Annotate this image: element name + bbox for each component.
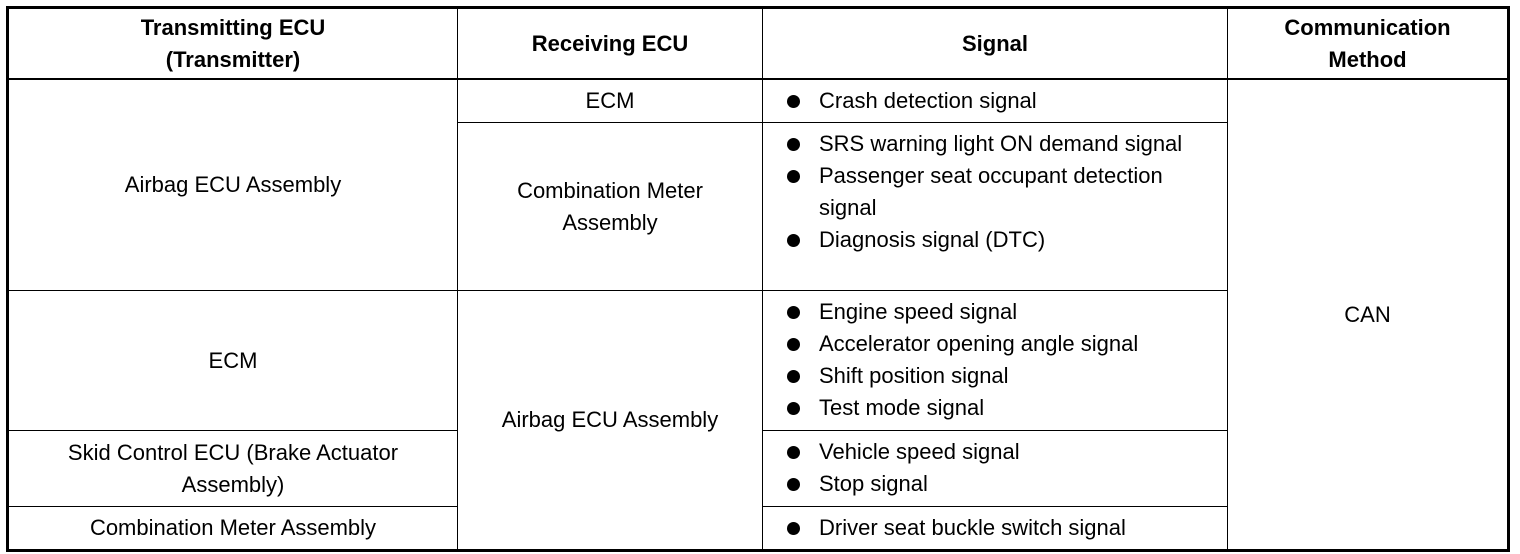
signal-item: Driver seat buckle switch signal: [785, 512, 1217, 544]
header-method-line1: Communication: [1284, 14, 1451, 40]
communication-table: Transmitting ECU (Transmitter) Receiving…: [6, 6, 1510, 552]
signal-text: Driver seat buckle switch signal: [819, 515, 1126, 540]
signal-text: Diagnosis signal (DTC): [819, 227, 1046, 252]
signal-cell-skid-control: Vehicle speed signal Stop signal: [762, 430, 1228, 507]
bullet-icon: [787, 306, 800, 319]
bullet-icon: [787, 234, 800, 247]
transmitter-skid-control-ecu: Skid Control ECU (Brake Actuator Assembl…: [7, 430, 458, 507]
header-signal: Signal: [762, 7, 1228, 80]
bullet-icon: [787, 138, 800, 151]
header-transmitting-line1: Transmitting ECU: [140, 14, 326, 40]
signal-cell-ecm-transmit: Engine speed signal Accelerator opening …: [762, 290, 1228, 431]
bullet-icon: [787, 370, 800, 383]
receiver-combination-line1: Combination Meter: [517, 177, 703, 203]
bullet-icon: [787, 446, 800, 459]
header-method-line2: Method: [1328, 46, 1407, 72]
signal-text: Accelerator opening angle signal: [819, 331, 1139, 356]
bullet-icon: [787, 522, 800, 535]
table-row: ECM Airbag ECU Assembly Engine speed sig…: [7, 290, 1509, 551]
table-row: Airbag ECU Assembly ECM Crash detection …: [7, 78, 1509, 551]
transmitter-ecm: ECM: [7, 290, 458, 431]
header-transmitting-ecu: Transmitting ECU (Transmitter): [7, 7, 458, 80]
signal-text: Test mode signal: [819, 395, 985, 420]
bullet-icon: [787, 170, 800, 183]
table-row: Combination Meter Assembly Driver seat b…: [7, 506, 1509, 551]
signal-cell-combination-meter: SRS warning light ON demand signal Passe…: [762, 122, 1228, 291]
signal-text: Stop signal: [819, 471, 928, 496]
signal-text: Crash detection signal: [819, 88, 1037, 113]
header-row: Transmitting ECU (Transmitter) Receiving…: [7, 7, 1509, 80]
transmitter-airbag-ecu: Airbag ECU Assembly: [7, 78, 458, 291]
header-receiving-ecu: Receiving ECU: [457, 7, 763, 80]
signal-text: Shift position signal: [819, 363, 1009, 388]
signal-item: Test mode signal: [785, 392, 1217, 424]
signal-text: Vehicle speed signal: [819, 439, 1020, 464]
signal-item: Vehicle speed signal: [785, 436, 1217, 468]
signal-item: Passenger seat occupant detection signal: [785, 160, 1217, 224]
signal-item: Crash detection signal: [785, 85, 1217, 117]
communication-table-container: Transmitting ECU (Transmitter) Receiving…: [6, 6, 1510, 552]
header-transmitting-line2: (Transmitter): [165, 46, 301, 72]
method-can: CAN: [1227, 78, 1509, 551]
signal-text: Engine speed signal: [819, 299, 1018, 324]
bullet-icon: [787, 402, 800, 415]
signal-item: Engine speed signal: [785, 296, 1217, 328]
receiver-combination-meter: Combination Meter Assembly: [457, 122, 763, 291]
bullet-icon: [787, 95, 800, 108]
header-communication-method: Communication Method: [1227, 7, 1509, 80]
receiver-combination-line2: Assembly: [562, 209, 658, 235]
signal-text: Passenger seat occupant detection signal: [819, 163, 1163, 220]
signal-text: SRS warning light ON demand signal: [819, 131, 1183, 156]
signal-item: Stop signal: [785, 468, 1217, 500]
signal-item: SRS warning light ON demand signal: [785, 128, 1217, 160]
table-row: Skid Control ECU (Brake Actuator Assembl…: [7, 430, 1509, 507]
signal-item: Accelerator opening angle signal: [785, 328, 1217, 360]
signal-item: Diagnosis signal (DTC): [785, 224, 1217, 256]
receiver-airbag-ecu: Airbag ECU Assembly: [457, 290, 763, 551]
signal-cell-combination-transmit: Driver seat buckle switch signal: [762, 506, 1228, 551]
receiver-ecm: ECM: [457, 78, 763, 123]
bullet-icon: [787, 478, 800, 491]
bullet-icon: [787, 338, 800, 351]
signal-cell-ecm: Crash detection signal: [762, 78, 1228, 123]
signal-item: Shift position signal: [785, 360, 1217, 392]
transmitter-combination-meter: Combination Meter Assembly: [7, 506, 458, 551]
